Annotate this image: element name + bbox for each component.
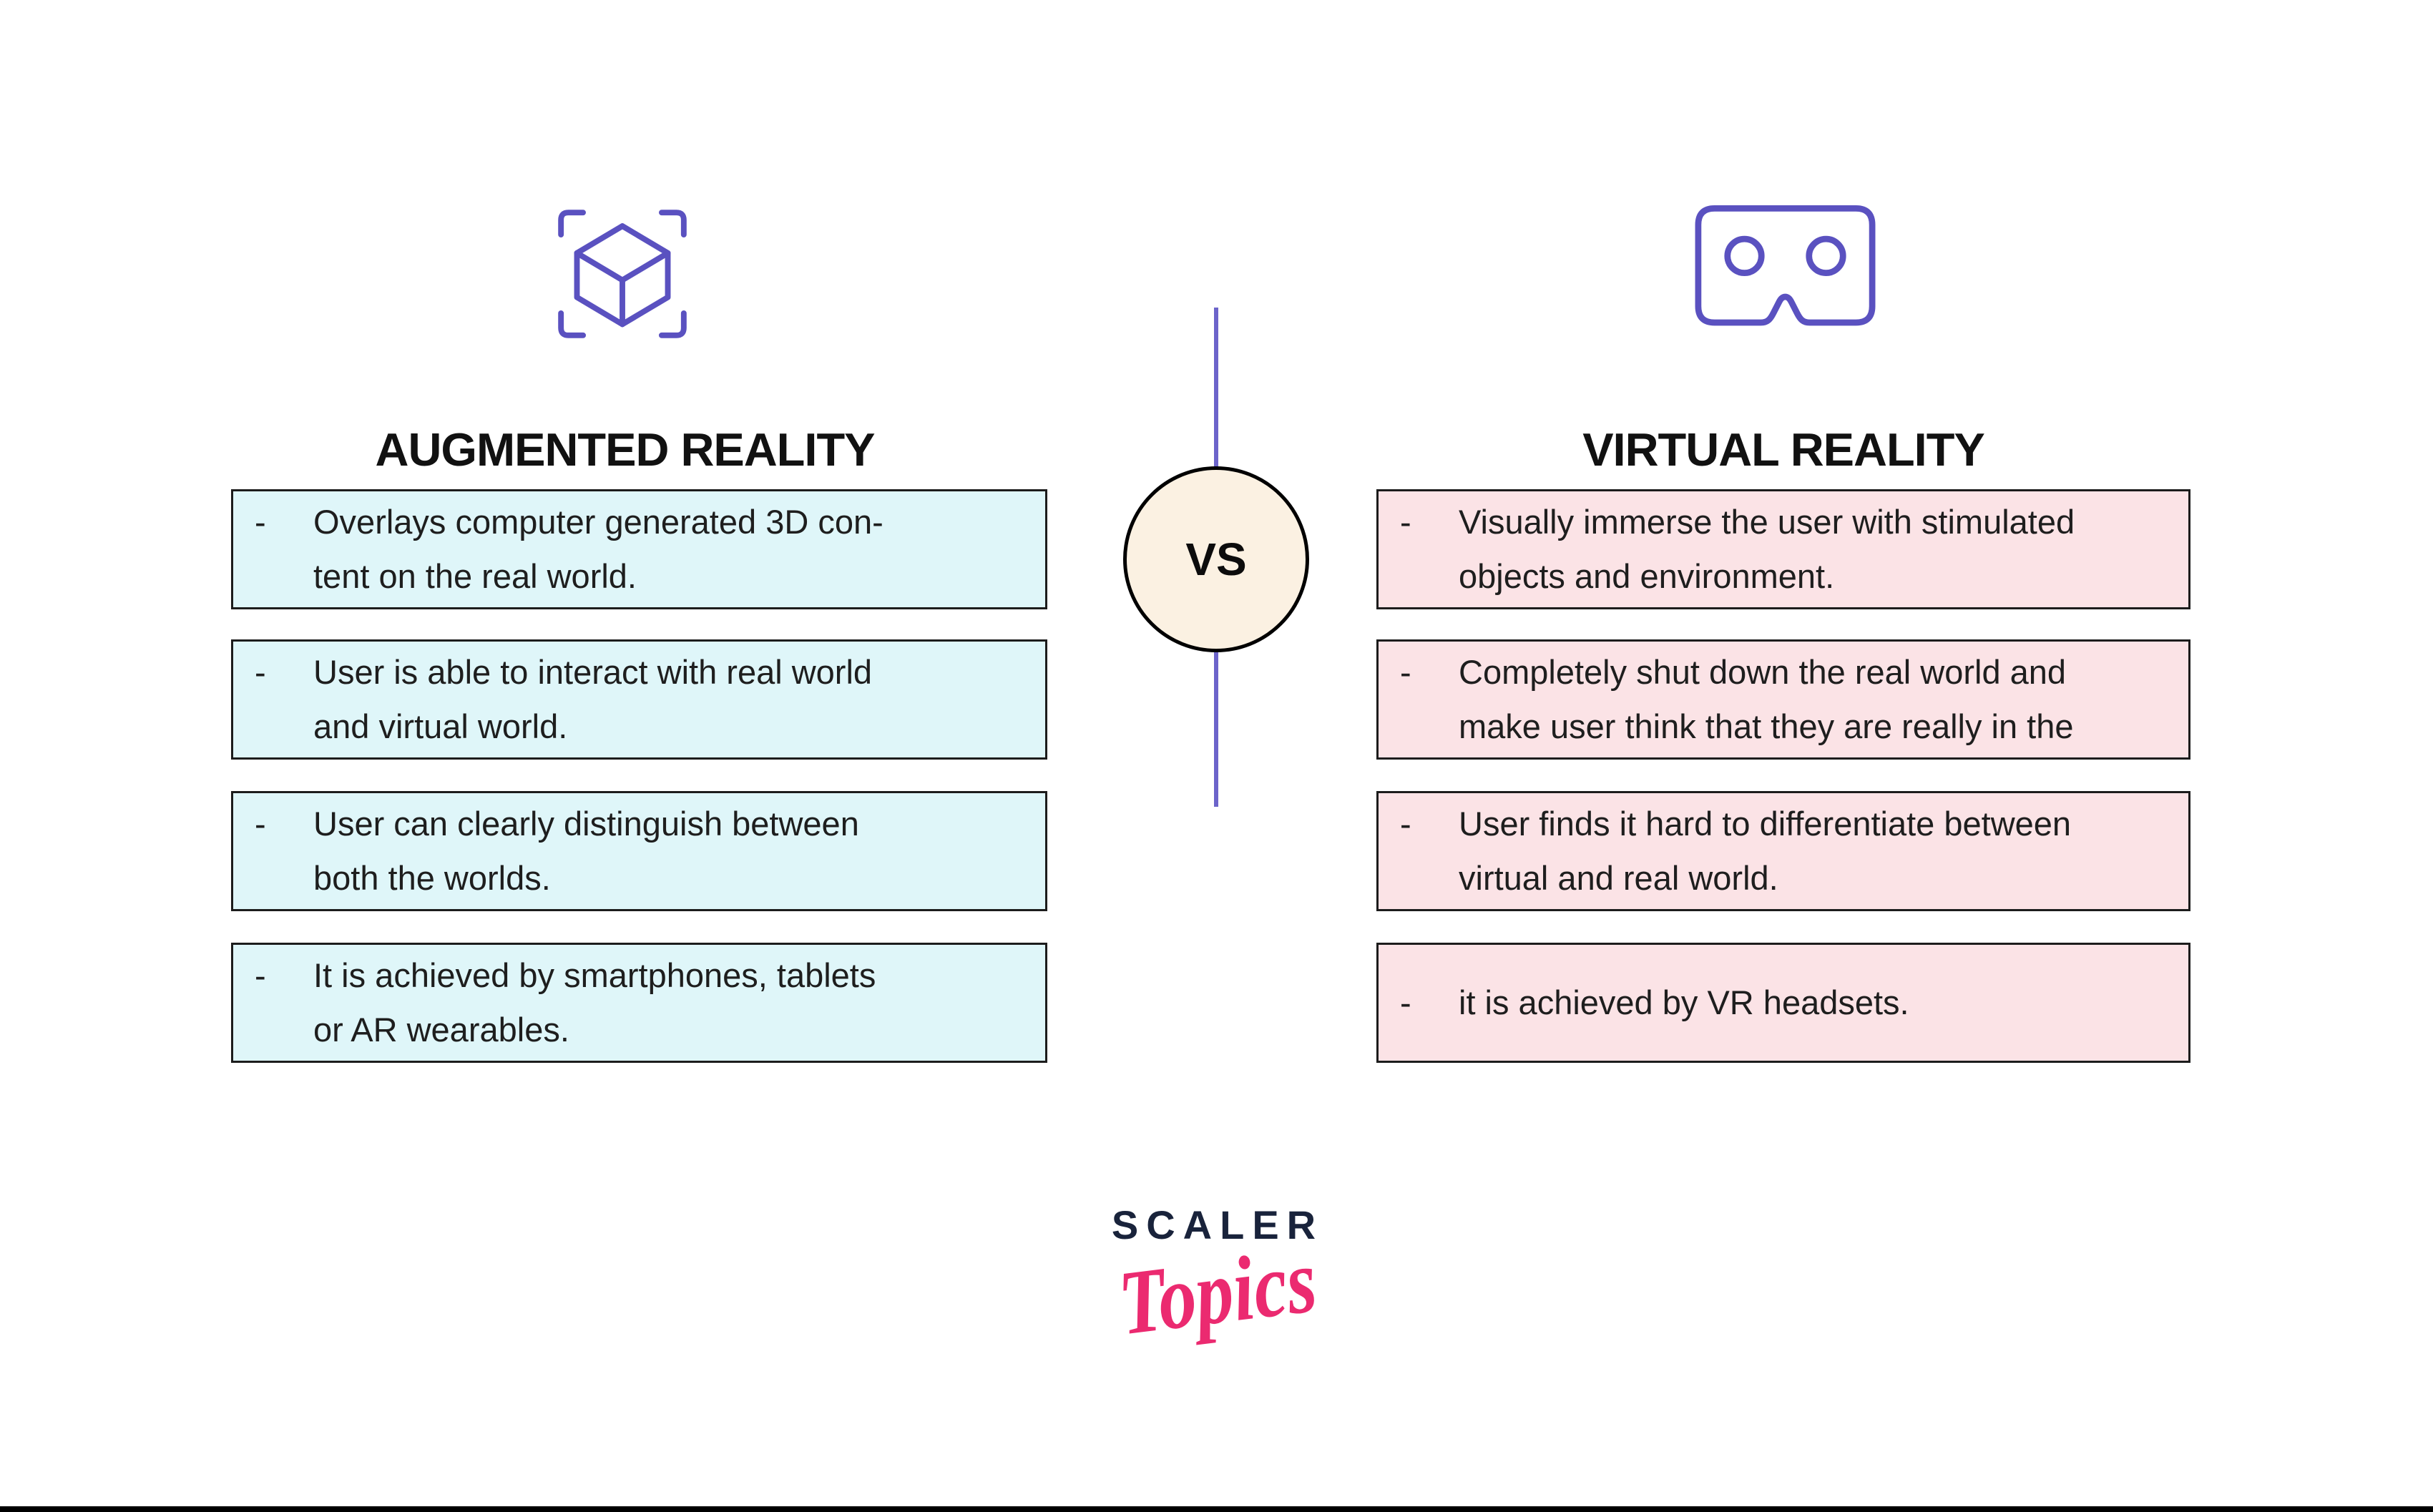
vr-fact-box-4: - it is achieved by VR headsets. (1376, 943, 2190, 1063)
ar-fact-box-2: - User is able to interact with real wor… (231, 639, 1047, 760)
vr-headset-icon (1695, 205, 1876, 326)
vs-badge: VS (1123, 466, 1309, 652)
ar-fact-box-1: - Overlays computer generated 3D con- te… (231, 489, 1047, 609)
bullet-dash: - (255, 503, 266, 541)
ar-cube-scan-icon (558, 210, 687, 338)
vr-fact-text-1: Visually immerse the user with stimulate… (1459, 503, 2075, 595)
ar-fact-box-3: - User can clearly distinguish between b… (231, 791, 1047, 911)
bullet-dash: - (255, 805, 266, 843)
bullet-dash: - (1400, 653, 1411, 691)
bottom-bar (0, 1506, 2433, 1512)
vs-label: VS (1185, 534, 1247, 585)
ar-fact-text-1: Overlays computer generated 3D con- tent… (313, 503, 883, 595)
ar-title: AUGMENTED REALITY (375, 423, 876, 476)
bullet-dash: - (1400, 983, 1411, 1021)
ar-fact-box-4: - It is achieved by smartphones, tablets… (231, 943, 1047, 1063)
scaler-topics-logo: SCALER Topics (1039, 1202, 1396, 1354)
vr-title: VIRTUAL REALITY (1582, 423, 1985, 476)
scaler-wordmark: SCALER (1111, 1202, 1324, 1247)
ar-fact-text-3: User can clearly distinguish between bot… (313, 805, 859, 897)
vr-fact-box-3: - User finds it hard to differentiate be… (1376, 791, 2190, 911)
vr-fact-text-2: Completely shut down the real world and … (1459, 653, 2074, 745)
ar-fact-text-2: User is able to interact with real world… (313, 653, 873, 745)
bullet-dash: - (255, 956, 266, 994)
vr-fact-text-3: User finds it hard to differentiate betw… (1459, 805, 2072, 897)
ar-fact-text-4: It is achieved by smartphones, tablets o… (313, 956, 876, 1049)
bullet-dash: - (255, 653, 266, 691)
vr-fact-box-1: - Visually immerse the user with stimula… (1376, 489, 2190, 609)
bullet-dash: - (1400, 503, 1411, 541)
vr-fact-text-4: it is achieved by VR headsets. (1459, 983, 1909, 1021)
vr-fact-box-2: - Completely shut down the real world an… (1376, 639, 2190, 760)
bullet-dash: - (1400, 805, 1411, 843)
